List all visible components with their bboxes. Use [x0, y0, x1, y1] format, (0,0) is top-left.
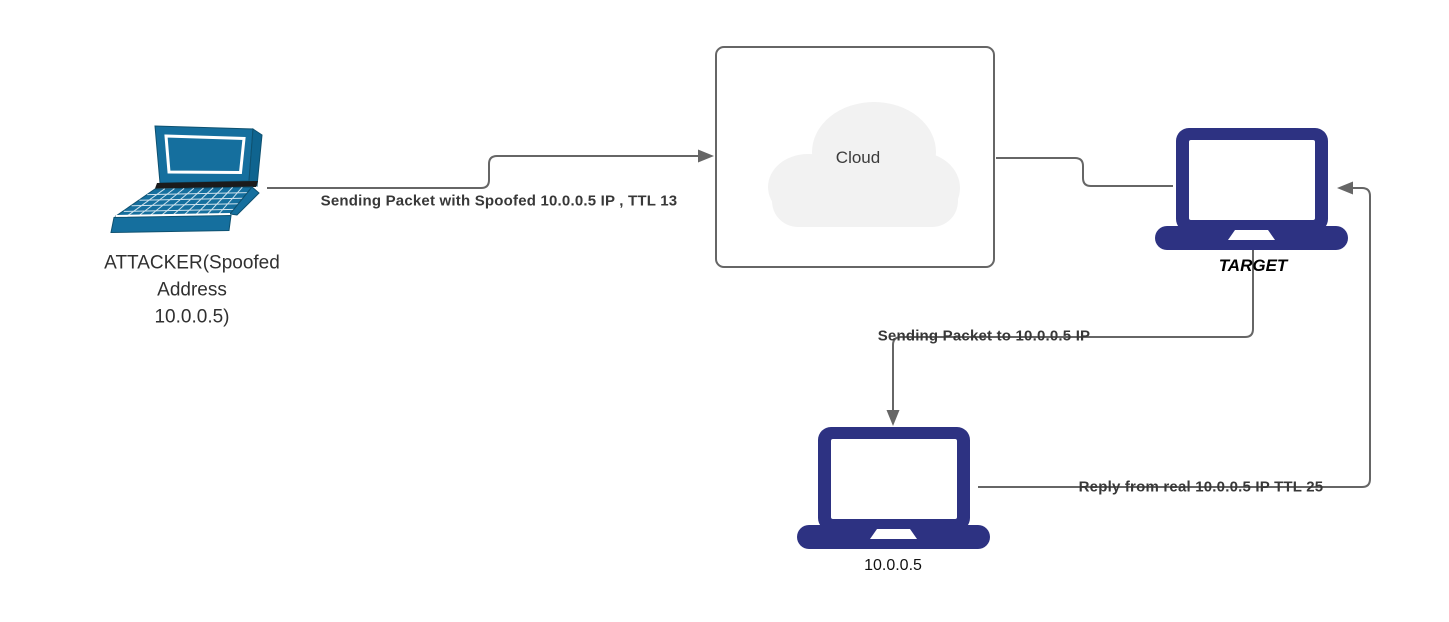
attacker-node-label: ATTACKER(Spoofed Address 10.0.0.5): [104, 252, 280, 328]
edge-real-host-to-target: [978, 181, 1371, 488]
target-node-label: TARGET: [1218, 256, 1288, 275]
edge-cloud-to-target: [996, 157, 1173, 187]
cloud-icon: [768, 102, 960, 227]
arrowhead-into-target: [1337, 181, 1353, 195]
arrowhead-into-real-host: [886, 410, 900, 426]
edge-attacker-to-cloud: [267, 149, 714, 189]
edge-label-real-host-to-target: Reply from real 10.0.0.5 IP TTL 25: [1078, 478, 1324, 496]
edge-label-target-to-real-host: Sending Packet to 10.0.0.5 IP: [877, 327, 1091, 345]
arrowhead-into-cloud: [698, 149, 714, 163]
attacker-laptop-icon: [110, 125, 263, 234]
edge-label-attacker-to-cloud: Sending Packet with Spoofed 10.0.0.5 IP …: [320, 192, 678, 210]
cloud-node-label: Cloud: [835, 148, 881, 167]
edge-target-to-real-host: [886, 249, 1254, 426]
cloud-node: Cloud: [715, 46, 995, 268]
real-host-node-label: 10.0.0.5: [864, 557, 922, 574]
target-laptop-icon: [1155, 128, 1348, 250]
real-host-laptop-icon: [797, 427, 990, 549]
